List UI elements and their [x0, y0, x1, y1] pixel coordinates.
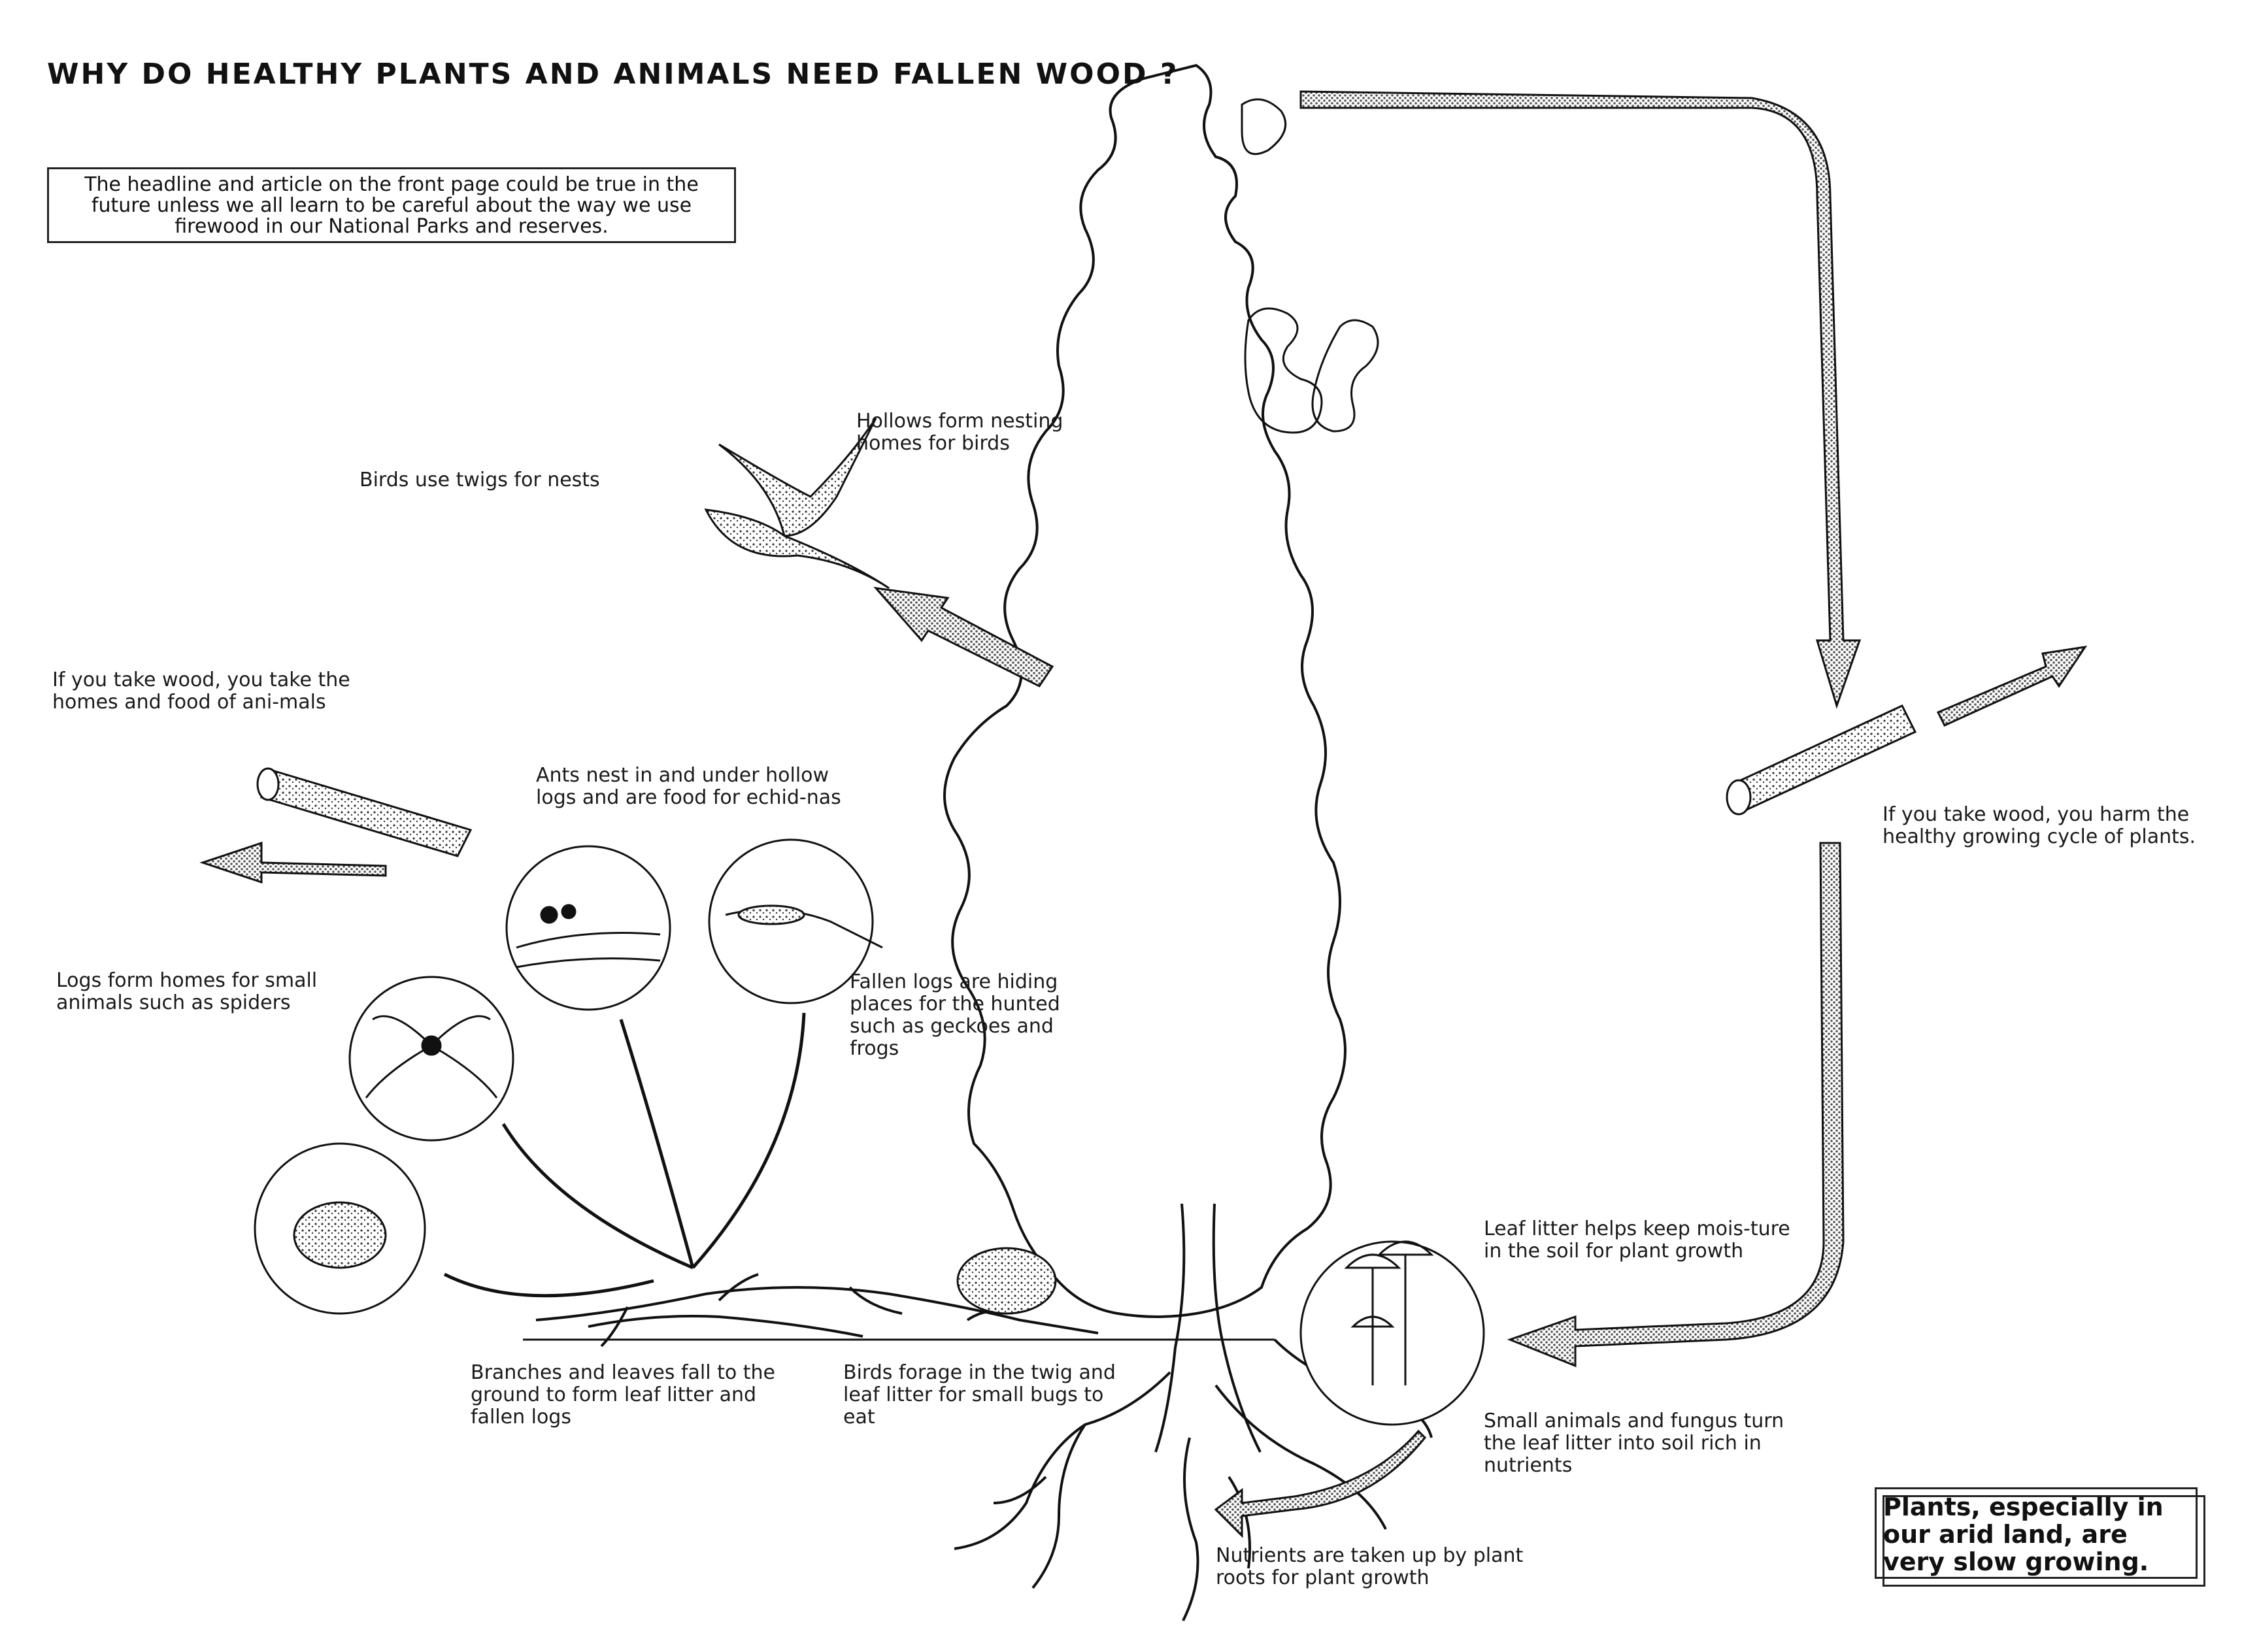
label-small-animals: Small animals and fungus turn the leaf l…	[1484, 1410, 1784, 1477]
label-take-wood-harm: If you take wood, you harm the healthy g…	[1882, 803, 2196, 848]
label-spiders: Logs form homes for small animals such a…	[56, 969, 318, 1014]
arrow-left	[199, 841, 387, 884]
conclusion-shadow	[1882, 1495, 2205, 1587]
label-take-wood-homes: If you take wood, you take the homes and…	[52, 669, 350, 714]
arrow-top-right	[1299, 90, 1862, 709]
label-leaf-litter: Leaf litter helps keep mois-ture in the …	[1484, 1217, 1790, 1263]
tree-canopy	[943, 63, 1347, 1318]
fungus-circle	[1299, 1240, 1485, 1426]
label-branches: Branches and leaves fall to the ground t…	[471, 1361, 776, 1429]
page-title: WHY DO HEALTHY PLANTS AND ANIMALS NEED F…	[47, 58, 1179, 91]
fallen-branches	[535, 1273, 1099, 1347]
arrow-right	[1936, 645, 2088, 727]
conclusion-box: Plants, especially in our arid land, are…	[1875, 1487, 2198, 1579]
tree-trunk	[1154, 1203, 1262, 1453]
ant-circle	[505, 845, 671, 1011]
bird-flying	[704, 418, 890, 589]
label-hollows: Hollows form nesting homes for birds	[856, 410, 1063, 455]
intro-box: The headline and article on the front pa…	[47, 167, 736, 243]
log-left	[256, 767, 473, 857]
ground-bird	[956, 1247, 1057, 1315]
label-birds-forage: Birds forage in the twig and leaf litter…	[843, 1361, 1116, 1429]
log-right	[1726, 704, 1917, 816]
label-nutrients: Nutrients are taken up by plant roots fo…	[1216, 1544, 1524, 1589]
label-ants: Ants nest in and under hollow logs and a…	[536, 764, 841, 809]
arrow-right-down	[1507, 842, 1845, 1368]
label-hiding: Fallen logs are hiding places for the hu…	[850, 970, 1060, 1060]
arrow-hollows	[873, 586, 1054, 687]
label-birds-twigs: Birds use twigs for nests	[360, 469, 600, 491]
arrow-nutrients	[1214, 1429, 1427, 1538]
spider-circle	[348, 976, 514, 1142]
